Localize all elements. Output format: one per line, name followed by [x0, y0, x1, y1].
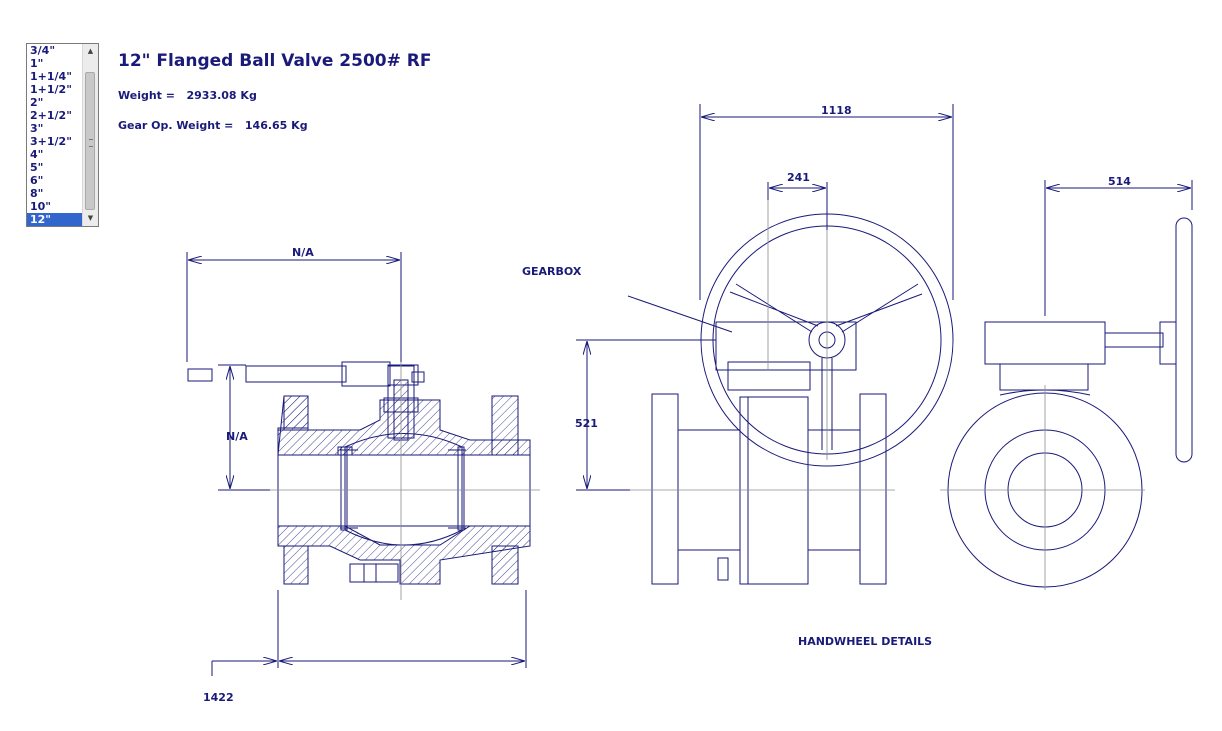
weight-value: 2933.08 Kg: [186, 89, 257, 102]
left-flange-top: [283, 395, 309, 431]
gearbox-label: GEARBOX: [522, 265, 582, 278]
dim-face-to-face: 1422: [203, 691, 234, 704]
right-flange-top: [491, 395, 519, 456]
size-option[interactable]: 10": [30, 200, 52, 213]
size-option[interactable]: 1+1/4": [30, 70, 72, 83]
size-option[interactable]: 1+1/2": [30, 83, 72, 96]
weight-info: Weight = 2933.08 Kg: [118, 89, 257, 102]
size-option-selected[interactable]: 12": [27, 213, 84, 226]
size-selector-list[interactable]: 3/4" 1" 1+1/4" 1+1/2" 2" 2+1/2" 3" 3+1/2…: [26, 43, 99, 227]
right-flange-bottom: [491, 545, 519, 585]
scroll-up-icon[interactable]: ▲: [87, 47, 94, 55]
left-flange-bottom: [283, 545, 309, 585]
side-gearbox: [984, 321, 1106, 365]
lever-end: [187, 368, 213, 382]
grip-icon: [89, 139, 93, 147]
size-options: 3/4" 1" 1+1/4" 1+1/2" 2" 2+1/2" 3" 3+1/2…: [27, 44, 84, 226]
dim-centre-height: 521: [575, 417, 598, 430]
size-list-scrollbar[interactable]: ▲ ▼: [82, 44, 98, 226]
dim-handwheel-dia: 1118: [821, 104, 852, 117]
front-centerlines: [630, 195, 895, 491]
size-option[interactable]: 2+1/2": [30, 109, 72, 122]
size-option[interactable]: 4": [30, 148, 44, 161]
drain-plug: [349, 563, 399, 583]
weight-label: Weight =: [118, 89, 175, 102]
dim-side-offset: 514: [1108, 175, 1131, 188]
scroll-down-icon[interactable]: ▼: [87, 214, 94, 222]
side-handwheel: [1175, 217, 1193, 463]
side-dimensions: [1044, 180, 1193, 316]
gear-weight-label: Gear Op. Weight =: [118, 119, 234, 132]
side-view: [947, 217, 1193, 588]
gear-weight-value: 146.65 Kg: [244, 119, 308, 132]
size-option[interactable]: 5": [30, 161, 44, 174]
lever: [245, 365, 347, 383]
size-option[interactable]: 2": [30, 96, 44, 109]
dim-lever-length: N/A: [292, 246, 314, 259]
ball: [344, 433, 463, 546]
gear-weight-info: Gear Op. Weight = 146.65 Kg: [118, 119, 308, 132]
size-option[interactable]: 3/4": [30, 44, 56, 57]
page-title: 12" Flanged Ball Valve 2500# RF: [118, 51, 432, 71]
size-option[interactable]: 3+1/2": [30, 135, 72, 148]
dim-stem-height: N/A: [226, 430, 248, 443]
size-option[interactable]: 8": [30, 187, 44, 200]
size-option[interactable]: 1": [30, 57, 44, 70]
front-dimensions: [576, 104, 954, 491]
size-option[interactable]: 3": [30, 122, 44, 135]
handwheel-details-label: HANDWHEEL DETAILS: [798, 635, 932, 648]
gearbox-housing: [715, 321, 857, 371]
sectional-view: [187, 361, 531, 585]
scroll-thumb[interactable]: [85, 72, 95, 210]
front-view: [651, 213, 954, 585]
dim-gearbox-offset: 241: [787, 171, 810, 184]
sectional-dimensions: [186, 252, 527, 676]
side-centerlines: [940, 385, 1145, 590]
sectional-centerlines: [270, 350, 540, 600]
size-option[interactable]: 6": [30, 174, 44, 187]
